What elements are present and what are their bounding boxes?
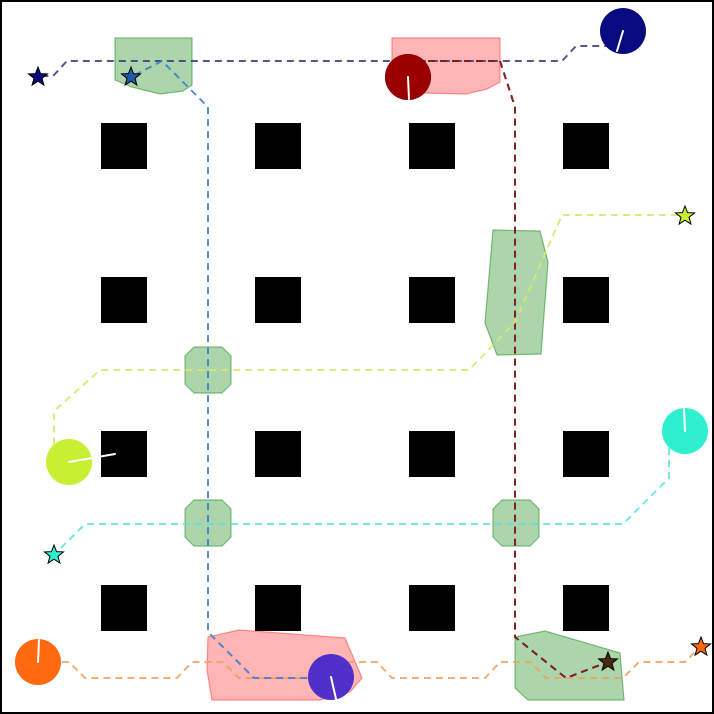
goal-star-icon: [27, 65, 49, 87]
obstacle-block: [409, 277, 455, 323]
obstacle-block: [409, 431, 455, 477]
robot-agent: [308, 654, 354, 700]
heading-indicator: [37, 639, 40, 663]
robot-agent: [600, 8, 646, 54]
heading-indicator: [330, 676, 337, 700]
obstacle-block: [255, 123, 301, 169]
heading-indicator: [68, 453, 116, 463]
robot-agent: [662, 408, 708, 454]
goal-star-icon: [597, 650, 619, 672]
obstacle-block: [101, 585, 147, 631]
goal-star-icon: [674, 204, 696, 226]
obstacle-block: [563, 123, 609, 169]
green-zone: [514, 630, 625, 701]
goals-layer: [27, 65, 712, 672]
obstacle-block: [409, 123, 455, 169]
goal-star-icon: [120, 65, 142, 87]
obstacle-block: [563, 431, 609, 477]
robot-agent: [46, 439, 116, 485]
green-zone: [184, 346, 232, 394]
obstacle-block: [255, 585, 301, 631]
obstacle-block: [101, 277, 147, 323]
obstacle-block: [255, 277, 301, 323]
robot-agent: [15, 639, 61, 685]
obstacle-block: [101, 431, 147, 477]
green-zone: [484, 229, 549, 356]
planned-path: [53, 214, 685, 463]
heading-indicator: [683, 408, 686, 432]
obstacle-block: [101, 123, 147, 169]
heading-indicator: [616, 30, 624, 52]
obstacle-block: [563, 277, 609, 323]
obstacle-block: [255, 431, 301, 477]
obstacles-layer: [101, 123, 609, 631]
obstacle-block: [563, 585, 609, 631]
goal-star-icon: [690, 635, 712, 657]
green-zone: [492, 499, 540, 547]
robot-agent: [385, 54, 431, 100]
goal-star-icon: [43, 543, 65, 565]
planned-path: [38, 646, 701, 679]
agents-layer: [15, 8, 708, 700]
obstacle-block: [409, 585, 455, 631]
heading-indicator: [407, 76, 410, 100]
